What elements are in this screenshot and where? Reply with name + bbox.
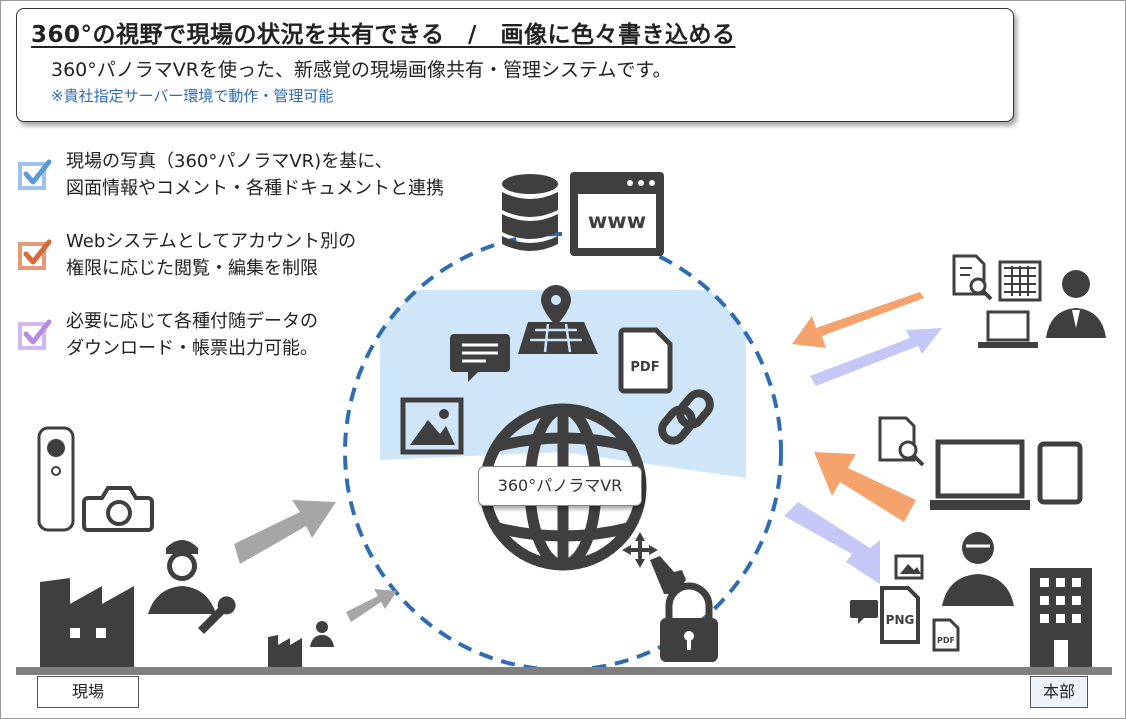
gray-arrow-small bbox=[346, 589, 397, 622]
database-icon bbox=[502, 174, 558, 251]
comment-icon bbox=[850, 600, 878, 624]
page-subtitle: 360°パノラマVRを使った、新感覚の現場画像共有・管理システムです。 bbox=[51, 59, 672, 81]
feature-line: 権限に応じた閲覧・編集を制限 bbox=[66, 258, 318, 279]
small-factory-icon bbox=[268, 635, 302, 667]
padlock-icon bbox=[660, 582, 718, 662]
dashed-circle bbox=[343, 232, 783, 672]
site-label: 現場 bbox=[37, 676, 139, 708]
browser-icon: www bbox=[570, 172, 664, 256]
feature-item-2: Webシステムとしてアカウント別の権限に応じた閲覧・編集を制限 bbox=[18, 228, 488, 284]
small-worker-icon bbox=[310, 621, 334, 647]
feature-item-3: 必要に応じて各種付随データのダウンロード・帳票出力可能。 bbox=[18, 308, 488, 364]
orange-arrow-upper bbox=[792, 292, 924, 348]
pdf-small-text: PDF bbox=[937, 636, 955, 645]
hq-building-icon bbox=[1030, 568, 1092, 668]
server-note: ※貴社指定サーバー環境で動作・管理可能 bbox=[51, 87, 334, 105]
comment-icon bbox=[450, 334, 510, 382]
page-title: 360°の視野で現場の状況を共有できる / 画像に色々書き込める bbox=[31, 22, 736, 48]
header-box: 360°の視野で現場の状況を共有できる / 画像に色々書き込める 360°パノラ… bbox=[16, 8, 1014, 122]
lavender-arrow-upper bbox=[810, 328, 942, 386]
feature-item-1: 現場の写真（360°パノラマVR)を基に、図面情報やコメント・各種ドキュメントと… bbox=[18, 148, 488, 204]
move-gesture-icon bbox=[622, 532, 686, 594]
factory-icon bbox=[40, 578, 134, 667]
ground-line bbox=[16, 667, 1112, 675]
document-search-icon bbox=[952, 254, 993, 301]
laptop-icon bbox=[978, 310, 1038, 348]
worker-icon bbox=[148, 540, 216, 614]
pdf-text: PDF bbox=[630, 360, 659, 375]
www-text: www bbox=[588, 209, 646, 233]
feature-line: 必要に応じて各種付随データの bbox=[66, 311, 318, 332]
hq-label: 本部 bbox=[1030, 676, 1088, 708]
link-icon bbox=[658, 389, 714, 445]
png-file-icon: PNG bbox=[880, 586, 920, 644]
feature-line: 現場の写真（360°パノラマVR)を基に、 bbox=[66, 151, 393, 172]
orange-arrow-lower bbox=[814, 452, 916, 522]
pdf-file-icon: PDF bbox=[932, 618, 960, 652]
image-icon bbox=[894, 554, 924, 580]
panorama-vr-label: 360°パノラマVR bbox=[478, 466, 642, 506]
camera-icon bbox=[82, 486, 154, 532]
gray-arrow-large bbox=[234, 500, 336, 564]
checkbox-icon bbox=[18, 239, 52, 270]
checkbox-icon bbox=[18, 159, 52, 190]
image-icon bbox=[400, 397, 464, 455]
manager-icon bbox=[1046, 270, 1106, 338]
map-pin-icon bbox=[518, 285, 598, 354]
feature-line: 図面情報やコメント・各種ドキュメントと連携 bbox=[66, 178, 444, 199]
document-search-icon bbox=[878, 416, 925, 467]
wrench-icon bbox=[198, 596, 236, 634]
engineer-icon bbox=[942, 532, 1014, 606]
office-building-icon bbox=[998, 260, 1042, 302]
360-camera-icon bbox=[37, 426, 75, 532]
checkbox-icon bbox=[18, 319, 52, 350]
desktop-monitor-icon bbox=[930, 439, 1030, 510]
tablet-icon bbox=[1037, 441, 1083, 505]
lavender-arrow-lower bbox=[784, 502, 880, 584]
feature-line: ダウンロード・帳票出力可能。 bbox=[66, 338, 318, 359]
pdf-file-icon: PDF bbox=[618, 327, 673, 394]
feature-line: Webシステムとしてアカウント別の bbox=[66, 231, 357, 252]
png-text: PNG bbox=[886, 613, 915, 627]
